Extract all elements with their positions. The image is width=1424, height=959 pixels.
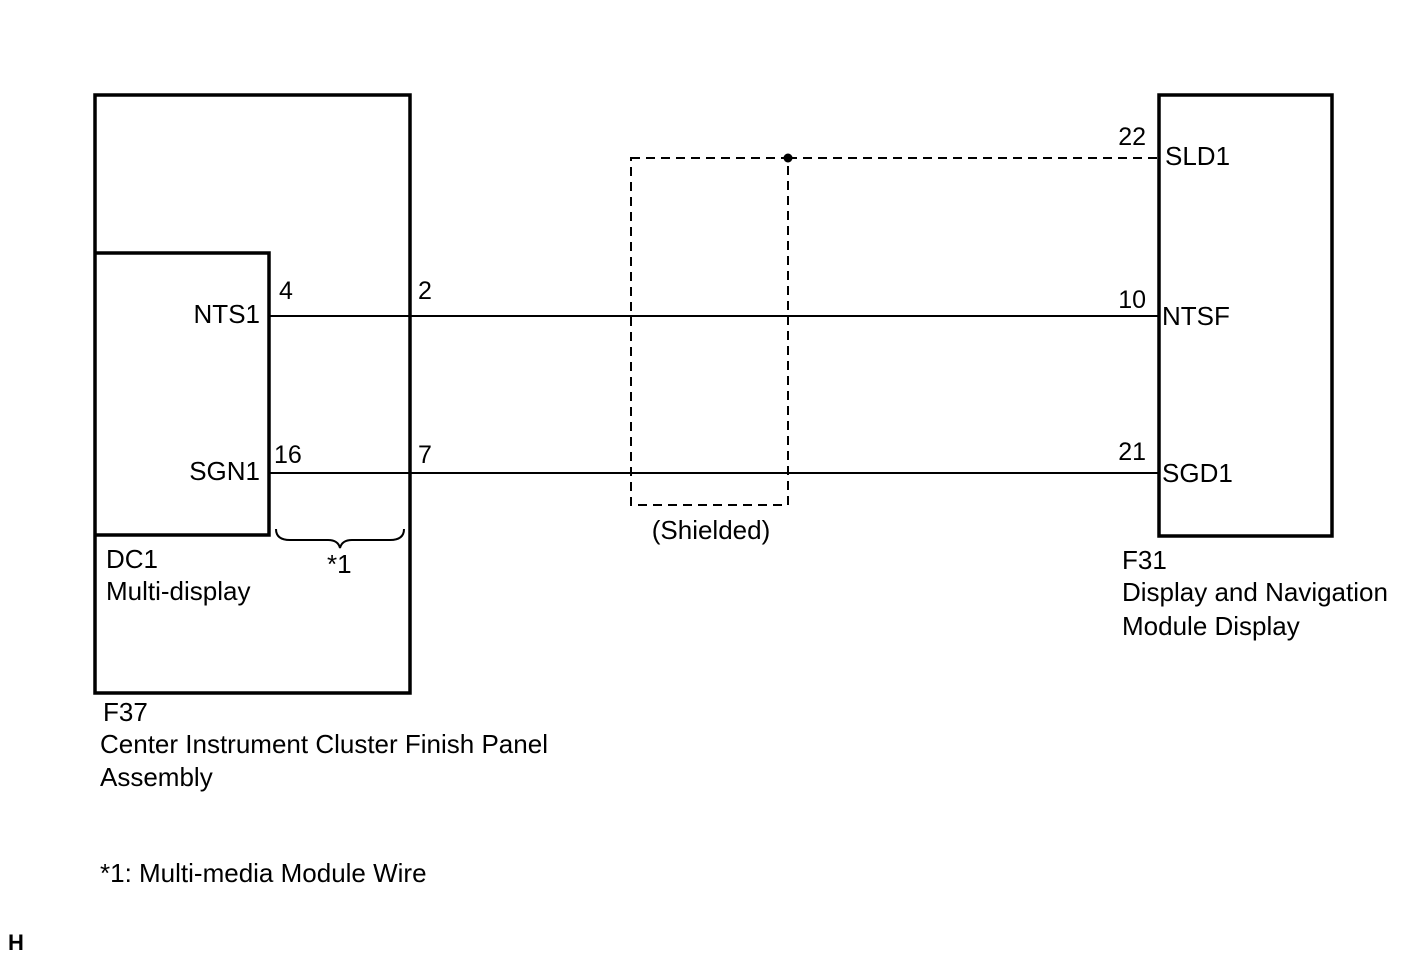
connector-pin-7: 7 bbox=[418, 441, 432, 469]
center-cluster-panel-name-line1: Center Instrument Cluster Finish Panel bbox=[100, 729, 548, 759]
display-navigation-name-line1: Display and Navigation bbox=[1122, 577, 1388, 607]
shield-label: (Shielded) bbox=[652, 515, 771, 545]
connector-pin-2: 2 bbox=[418, 277, 432, 305]
center-cluster-panel-name-line2: Assembly bbox=[100, 762, 213, 792]
display-navigation-code: F31 bbox=[1122, 545, 1167, 575]
footnote: *1: Multi-media Module Wire bbox=[100, 858, 427, 888]
shield-outline bbox=[630, 157, 789, 506]
center-cluster-panel-box bbox=[93, 93, 412, 695]
terminal-sgn1-label: SGN1 bbox=[189, 456, 260, 486]
display-navigation-name-line2: Module Display bbox=[1122, 611, 1300, 641]
terminal-ntsf-label: NTSF bbox=[1162, 301, 1230, 331]
shield-junction-dot bbox=[783, 153, 793, 163]
terminal-sgn1-pin: 16 bbox=[274, 441, 302, 469]
brace-label: *1 bbox=[327, 549, 352, 579]
terminal-nts1-label: NTS1 bbox=[194, 299, 260, 329]
module-wire-brace bbox=[275, 528, 405, 549]
terminal-sgd1-label: SGD1 bbox=[1162, 458, 1233, 488]
terminal-nts1-pin: 4 bbox=[279, 277, 293, 305]
multi-display-box bbox=[95, 251, 271, 537]
terminal-sld1-label: SLD1 bbox=[1165, 141, 1230, 171]
corner-mark: H bbox=[8, 930, 24, 955]
terminal-sld1-pin: 22 bbox=[1118, 123, 1146, 151]
terminal-sgd1-pin: 21 bbox=[1118, 438, 1146, 466]
center-cluster-panel-code: F37 bbox=[103, 697, 148, 727]
multi-display-name: Multi-display bbox=[106, 576, 251, 606]
terminal-ntsf-pin: 10 bbox=[1118, 286, 1146, 314]
multi-display-code: DC1 bbox=[106, 544, 158, 574]
